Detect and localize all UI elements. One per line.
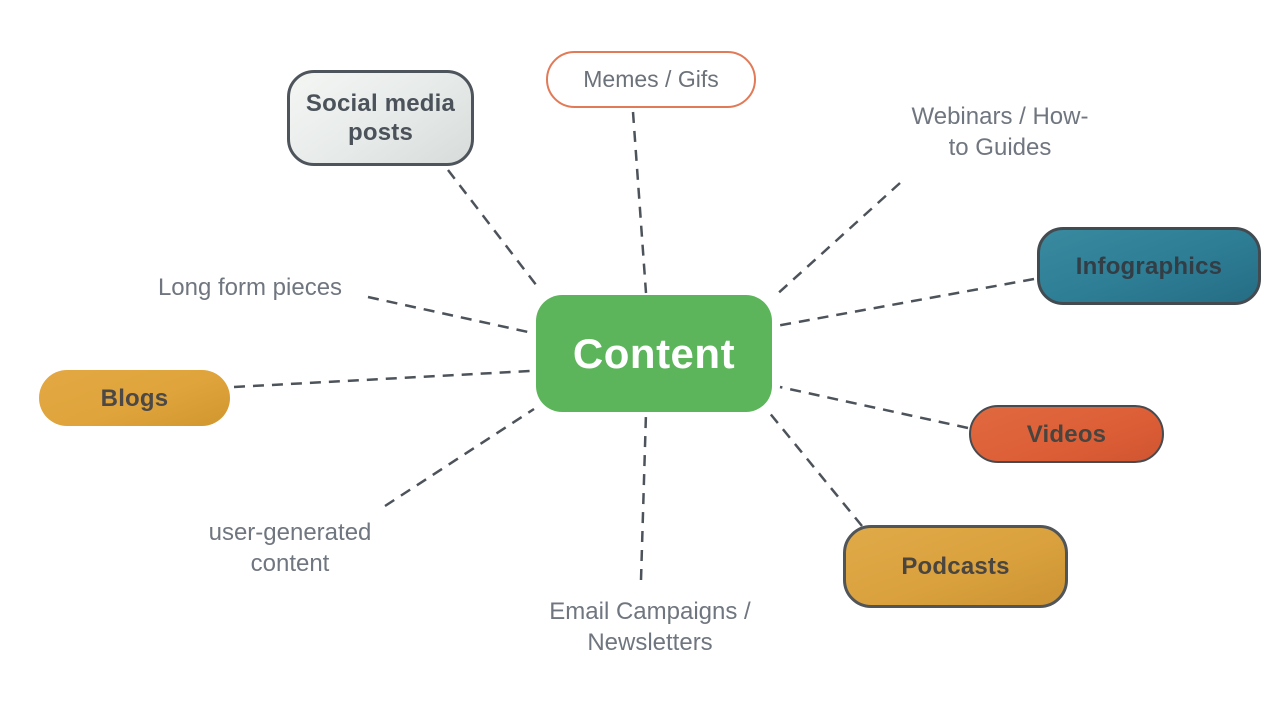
node-label-webinars-how-to-guides: Webinars / How-to Guides — [911, 103, 1089, 161]
center-node-content: Content — [536, 295, 772, 412]
node-blogs: Blogs — [39, 370, 230, 426]
node-label-user-generated-content: user-generated content — [208, 519, 372, 577]
node-label-podcasts: Podcasts — [901, 553, 1010, 580]
node-long-form-pieces: Long form pieces — [140, 272, 360, 303]
node-email-campaigns-newsletters: Email Campaigns / Newsletters — [535, 596, 765, 658]
node-social-media-posts: Social media posts — [287, 70, 474, 166]
connector-memes-gifs — [631, 111, 648, 294]
connector-infographics — [775, 277, 1035, 328]
node-label-memes-gifs: Memes / Gifs — [583, 66, 719, 92]
node-label-long-form-pieces: Long form pieces — [157, 274, 343, 301]
connector-blogs — [233, 369, 531, 389]
node-label-infographics: Infographics — [1075, 252, 1223, 280]
node-user-generated-content: user-generated content — [190, 517, 390, 579]
node-infographics: Infographics — [1037, 227, 1261, 305]
center-node-label: Content — [572, 329, 736, 377]
connector-long-form-pieces — [367, 295, 529, 334]
node-webinars-how-to-guides: Webinars / How-to Guides — [905, 101, 1095, 163]
node-podcasts: Podcasts — [843, 525, 1068, 608]
connector-videos — [779, 385, 969, 430]
node-label-videos: Videos — [1026, 420, 1107, 448]
connector-email-campaigns-newsletters — [639, 412, 648, 581]
connector-social-media-posts — [447, 169, 541, 291]
connector-webinars-how-to-guides — [773, 182, 901, 298]
node-memes-gifs: Memes / Gifs — [546, 51, 756, 108]
node-label-email-campaigns-newsletters: Email Campaigns / Newsletters — [549, 598, 751, 656]
node-label-social-media-posts: Social media posts — [305, 90, 456, 146]
connector-podcasts — [767, 410, 863, 527]
connector-user-generated-content — [384, 407, 535, 508]
node-videos: Videos — [969, 405, 1164, 463]
node-label-blogs: Blogs — [100, 384, 169, 412]
